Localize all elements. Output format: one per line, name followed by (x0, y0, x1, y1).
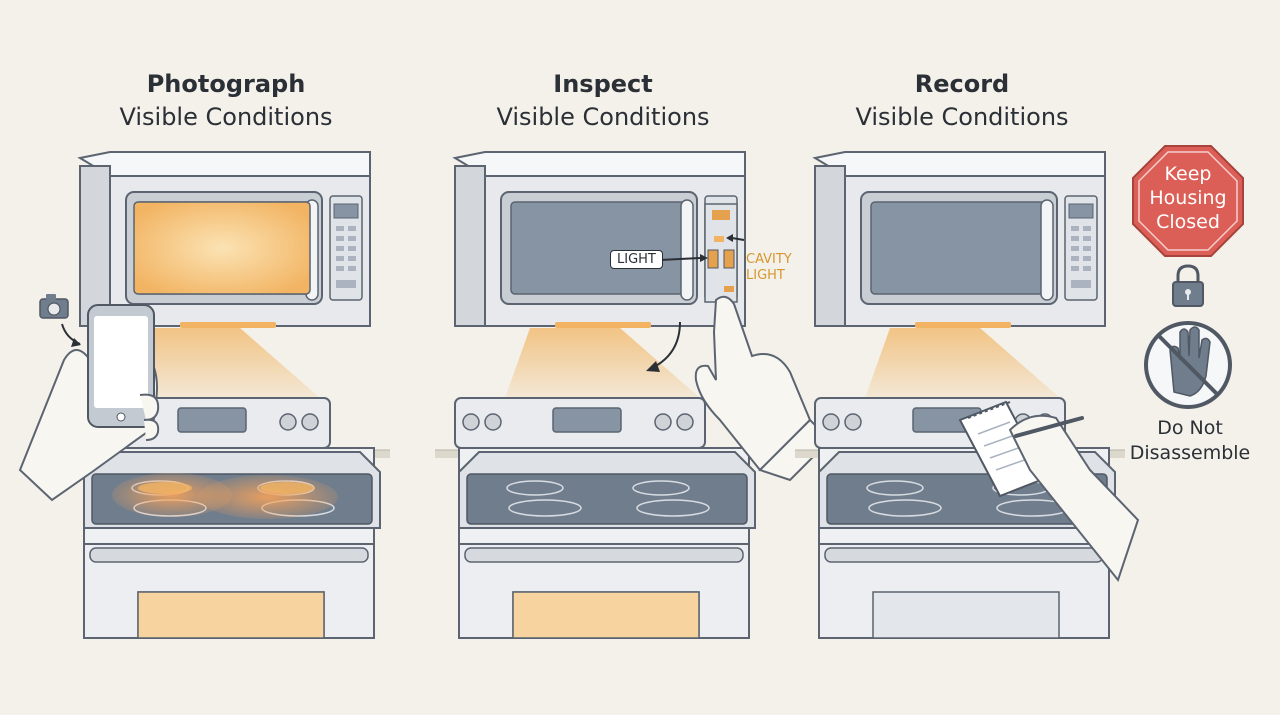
lock-icon (1172, 264, 1204, 307)
panel-title-record: Record Visible Conditions (812, 68, 1112, 134)
writing-hand (1008, 414, 1140, 583)
panel-subheading: Visible Conditions (496, 103, 710, 131)
cavity-light-arrow (731, 237, 745, 241)
light-arrow (659, 257, 701, 261)
callout-light: LIGHT (610, 250, 663, 269)
scene-record (794, 151, 1140, 639)
panel-title-inspect: Inspect Visible Conditions (453, 68, 753, 134)
glowing-window (133, 201, 311, 295)
panel-heading: Record (914, 70, 1010, 98)
panel-heading: Photograph (146, 70, 306, 98)
scene-photograph (18, 151, 391, 639)
warning-text: Do Not Disassemble (1129, 417, 1251, 464)
stop-sign-icon (1132, 145, 1244, 257)
arrow-icon (61, 323, 81, 345)
panel-title-photograph: Photograph Visible Conditions (76, 68, 376, 134)
no-hand-icon (1144, 321, 1232, 409)
scene-inspect (434, 151, 832, 639)
sign-text: Keep Housing Closed (1149, 163, 1227, 233)
pen-icon (1014, 416, 1084, 438)
panel-heading: Inspect (553, 70, 653, 98)
phone-in-hand (18, 304, 160, 502)
panel-subheading: Visible Conditions (855, 103, 1069, 131)
callout-cavity-light: CAVITY LIGHT (746, 252, 792, 283)
panel-subheading: Visible Conditions (119, 103, 333, 131)
camera-icon (39, 294, 69, 319)
